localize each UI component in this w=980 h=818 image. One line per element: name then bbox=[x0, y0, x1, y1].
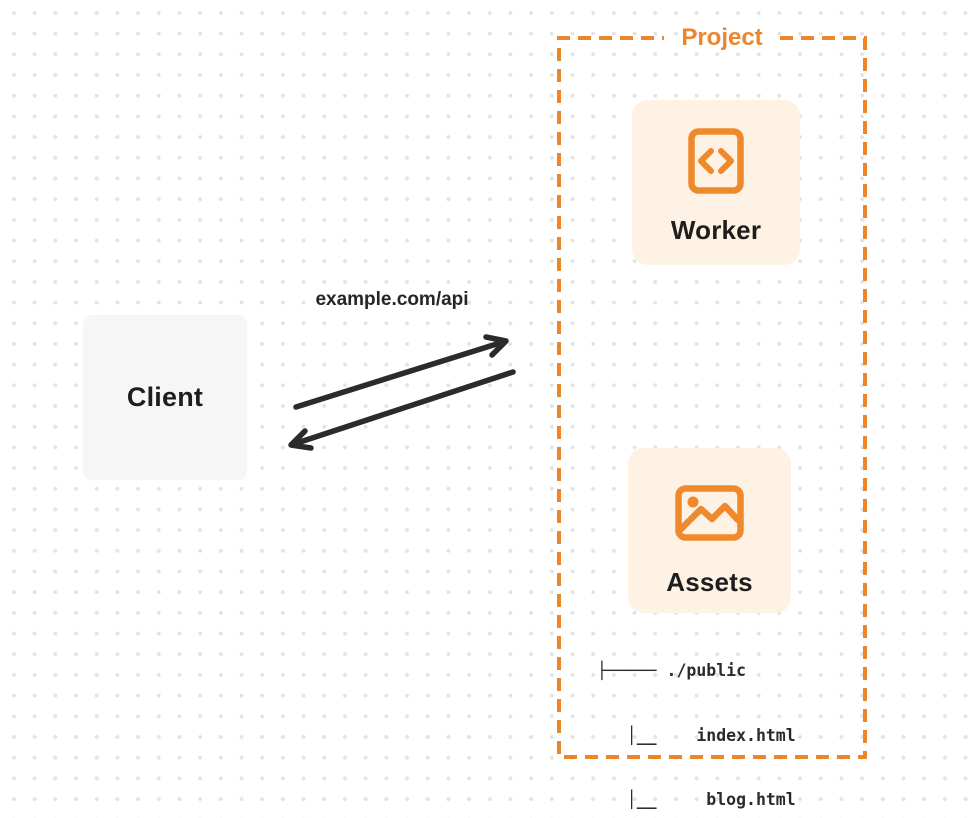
client-card: Client bbox=[83, 315, 247, 480]
image-icon bbox=[675, 485, 744, 541]
project-title: Project bbox=[681, 24, 763, 51]
assets-label: Assets bbox=[666, 567, 753, 597]
code-document-icon bbox=[688, 128, 744, 194]
request-arrow bbox=[293, 334, 509, 410]
worker-label: Worker bbox=[670, 215, 762, 245]
request-arrowhead-icon bbox=[483, 334, 509, 358]
file-tree: ├───── ./public │__ index.html │__ blog.… bbox=[597, 617, 796, 818]
response-arrowhead-icon bbox=[288, 428, 314, 451]
assets-card: Assets bbox=[628, 448, 791, 613]
worker-card: Worker bbox=[632, 100, 800, 265]
client-label: Client bbox=[126, 382, 204, 412]
response-arrow bbox=[288, 369, 516, 451]
file-tree-line-public: ├───── ./public bbox=[597, 661, 747, 680]
request-url-label: example.com/api bbox=[315, 289, 469, 310]
file-tree-line-blog: │__ blog.html bbox=[597, 790, 796, 809]
file-tree-line-index: │__ index.html bbox=[597, 725, 796, 745]
